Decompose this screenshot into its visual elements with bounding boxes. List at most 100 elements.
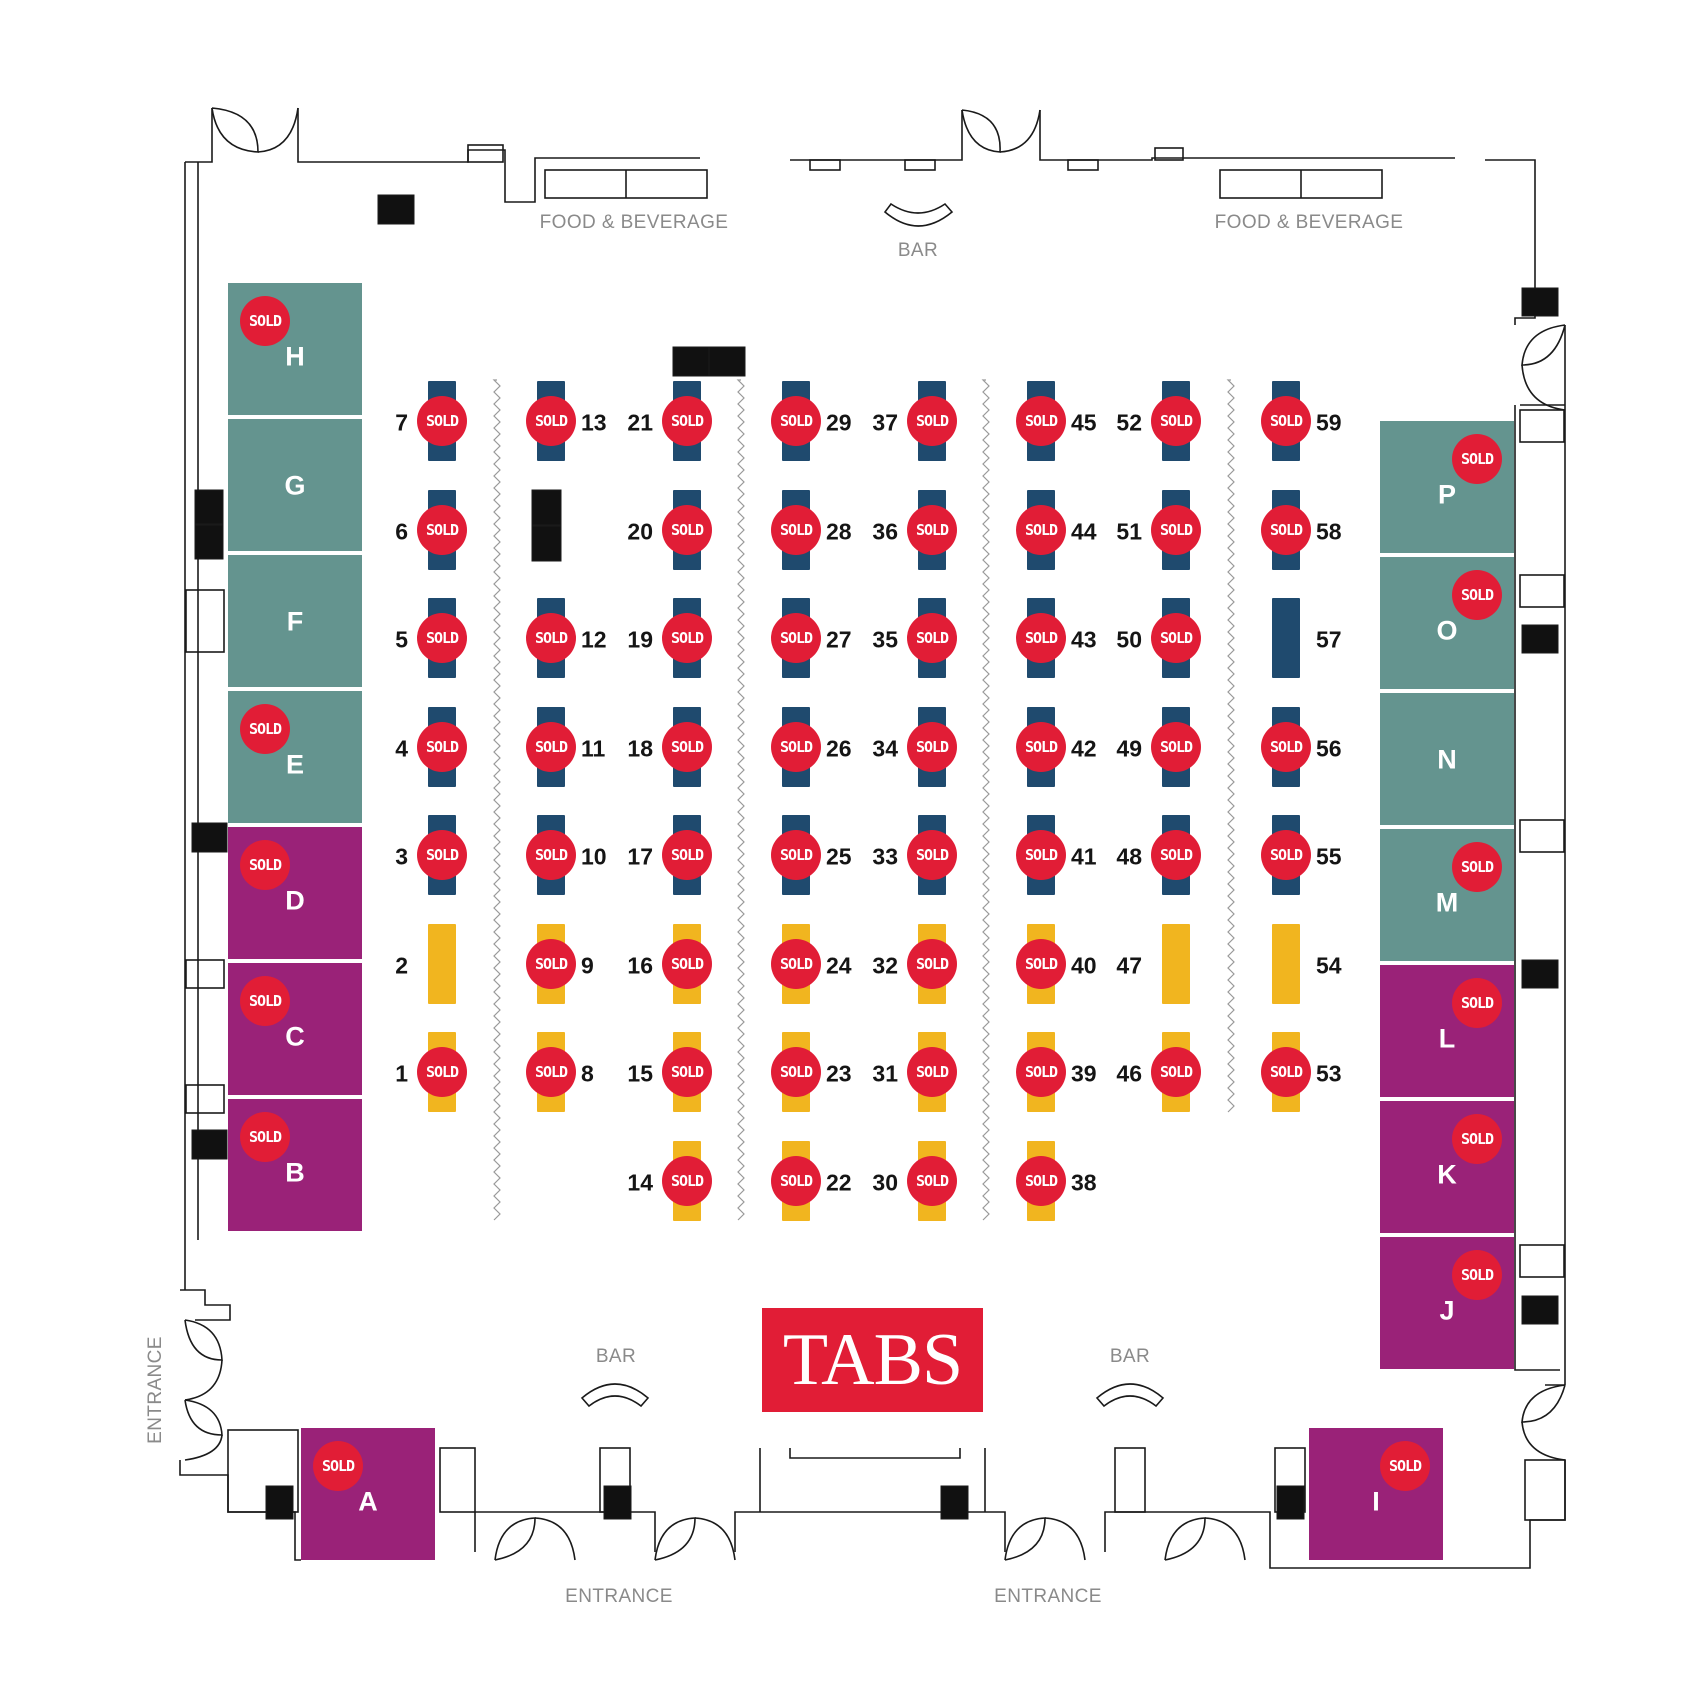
sold-badge: SOLD bbox=[1151, 721, 1201, 772]
booth-number: 21 bbox=[627, 409, 653, 436]
booth-number: 11 bbox=[581, 735, 606, 761]
sold-badge: SOLD bbox=[1261, 1047, 1311, 1097]
booth-f[interactable]: F bbox=[228, 555, 362, 689]
booth-number: 8 bbox=[581, 1060, 594, 1087]
sold-badge: SOLD bbox=[1016, 830, 1066, 880]
booth-number: 17 bbox=[627, 843, 653, 870]
booth-number: 44 bbox=[1071, 518, 1097, 544]
sold-badge: SOLD bbox=[907, 613, 957, 663]
entrance-left[interactable]: ENTRANCE bbox=[145, 1336, 166, 1444]
booth-number: 5 bbox=[395, 626, 408, 653]
sold-badge: SOLD bbox=[1452, 434, 1502, 484]
sold-badge: SOLD bbox=[240, 704, 290, 754]
booth-2[interactable] bbox=[428, 923, 456, 1004]
sold-badge: SOLD bbox=[662, 613, 712, 663]
bar-area-top: BAR bbox=[897, 240, 939, 261]
entrance-bottom-left[interactable]: ENTRANCE bbox=[565, 1586, 673, 1607]
sold-badge: SOLD bbox=[1261, 396, 1311, 446]
booth-number: 54 bbox=[1316, 952, 1342, 978]
booth-letter: C bbox=[285, 1021, 305, 1052]
tabs-logo: TABS bbox=[762, 1308, 983, 1412]
booth-number: 53 bbox=[1316, 1060, 1342, 1087]
booth-number: 24 bbox=[826, 952, 852, 978]
booth-number: 13 bbox=[581, 409, 607, 436]
booth-n[interactable]: N bbox=[1380, 693, 1514, 827]
sold-badge: SOLD bbox=[771, 1155, 821, 1206]
sold-badge: SOLD bbox=[417, 504, 467, 555]
booth-number: 7 bbox=[395, 409, 408, 436]
sold-badge: SOLD bbox=[1452, 1250, 1502, 1300]
booth-47[interactable] bbox=[1162, 923, 1190, 1004]
booth-number: 58 bbox=[1316, 518, 1342, 544]
booth-number: 26 bbox=[826, 735, 852, 761]
sold-badge: SOLD bbox=[1151, 1047, 1201, 1097]
sold-badge: SOLD bbox=[1452, 1114, 1502, 1164]
booth-number: 23 bbox=[826, 1060, 852, 1087]
booth-number: 18 bbox=[627, 735, 653, 761]
sold-badge: SOLD bbox=[526, 721, 576, 772]
sold-badge: SOLD bbox=[907, 721, 957, 772]
booth-number: 4 bbox=[395, 735, 408, 761]
booth-number: 3 bbox=[395, 843, 408, 870]
sold-badge: SOLD bbox=[526, 1047, 576, 1097]
sold-badge: SOLD bbox=[1261, 504, 1311, 555]
sold-badge: SOLD bbox=[313, 1441, 363, 1491]
booth-number: 47 bbox=[1116, 952, 1142, 978]
booth-number: 46 bbox=[1116, 1060, 1142, 1087]
booth-number: 15 bbox=[627, 1060, 653, 1087]
booth-number: 28 bbox=[826, 518, 852, 544]
sold-badge: SOLD bbox=[662, 830, 712, 880]
sold-badge: SOLD bbox=[240, 296, 290, 346]
sold-badge: SOLD bbox=[240, 840, 290, 890]
sold-badge: SOLD bbox=[526, 613, 576, 663]
sold-badge: SOLD bbox=[1261, 830, 1311, 880]
sold-badge: SOLD bbox=[771, 830, 821, 880]
booth-number: 2 bbox=[395, 952, 408, 978]
booth-number: 9 bbox=[581, 952, 594, 978]
sold-badge: SOLD bbox=[771, 396, 821, 446]
sold-badge: SOLD bbox=[1016, 396, 1066, 446]
booth-letter: O bbox=[1436, 615, 1458, 646]
entrance-bottom-right[interactable]: ENTRANCE bbox=[994, 1586, 1102, 1607]
sold-badge: SOLD bbox=[662, 396, 712, 446]
sold-badge: SOLD bbox=[662, 721, 712, 772]
sold-badge: SOLD bbox=[526, 396, 576, 446]
booth-letter: N bbox=[1437, 744, 1457, 775]
sold-badge: SOLD bbox=[526, 830, 576, 880]
booth-54[interactable] bbox=[1272, 923, 1300, 1004]
sold-badge: SOLD bbox=[771, 504, 821, 555]
sold-badge: SOLD bbox=[1380, 1441, 1430, 1491]
booth-number: 19 bbox=[627, 626, 653, 653]
booth-i[interactable]: I bbox=[1309, 1428, 1443, 1562]
booth-57[interactable] bbox=[1272, 598, 1300, 678]
booth-number: 32 bbox=[872, 952, 898, 978]
booth-number: 43 bbox=[1071, 626, 1097, 653]
sold-badge: SOLD bbox=[771, 938, 821, 989]
booth-number: 30 bbox=[872, 1169, 898, 1195]
booth-g[interactable]: G bbox=[228, 419, 362, 553]
booth-letter: I bbox=[1372, 1486, 1380, 1517]
booth-number: 22 bbox=[826, 1169, 852, 1195]
booth-number: 33 bbox=[872, 843, 898, 870]
booth-number: 14 bbox=[627, 1169, 653, 1195]
booth-number: 51 bbox=[1116, 518, 1142, 544]
sold-badge: SOLD bbox=[907, 396, 957, 446]
sold-badge: SOLD bbox=[662, 1155, 712, 1206]
booth-number: 16 bbox=[627, 952, 653, 978]
sold-badge: SOLD bbox=[907, 938, 957, 989]
booth-number: 25 bbox=[826, 843, 852, 870]
booth-number: 38 bbox=[1071, 1169, 1097, 1195]
sold-badge: SOLD bbox=[417, 396, 467, 446]
booth-number: 6 bbox=[395, 518, 408, 544]
booth-m[interactable]: M bbox=[1380, 829, 1514, 963]
booth-number: 57 bbox=[1316, 626, 1342, 653]
sold-badge: SOLD bbox=[907, 504, 957, 555]
food-beverage-area-left: FOOD & BEVERAGE bbox=[539, 212, 729, 233]
bar-area-bottom-left: BAR bbox=[595, 1346, 637, 1367]
booth-number: 10 bbox=[581, 843, 607, 870]
sold-badge: SOLD bbox=[1016, 1155, 1066, 1206]
booth-letter: G bbox=[284, 470, 306, 501]
booth-letter: M bbox=[1435, 887, 1459, 918]
food-beverage-area-right: FOOD & BEVERAGE bbox=[1214, 212, 1404, 233]
sold-badge: SOLD bbox=[1151, 613, 1201, 663]
